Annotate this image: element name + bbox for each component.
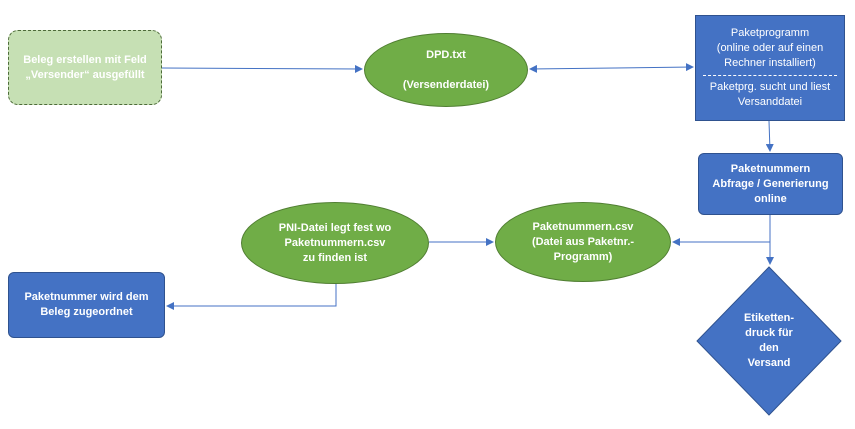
beleg-erstellen-box: Beleg erstellen mit Feld „Versender“ aus…: [8, 30, 162, 105]
pni-datei-ellipse: PNI-Datei legt fest wo Paketnummern.csv …: [241, 202, 429, 284]
paketprogramm-box: Paketprogramm (online oder auf einen Rec…: [695, 15, 845, 121]
paketnummer-beleg-box: Paketnummer wird dem Beleg zugeordnet: [8, 272, 165, 338]
dpd-txt-label: DPD.txt (Versenderdatei): [402, 48, 490, 91]
paketnummern-abfrage-label: Paketnummern Abfrage / Generierung onlin…: [712, 162, 829, 205]
paketprogramm-top-label: Paketprogramm (online oder auf einen Rec…: [716, 27, 824, 69]
edge-abfrage-to-csv: [672, 215, 771, 246]
dpd-txt-ellipse: DPD.txt (Versenderdatei): [364, 33, 528, 107]
edge-paketprogramm-to-abfrage: [765, 120, 774, 152]
etikettendruck-diamond: Etiketten- druck für den Versand: [696, 266, 842, 416]
paketnummern-abfrage-box: Paketnummern Abfrage / Generierung onlin…: [698, 153, 843, 215]
paketprogramm-bottom-label: Paketprg. sucht und liest Versanddatei: [709, 81, 831, 108]
paketnummern-csv-label: Paketnummern.csv (Datei aus Paketnr.- Pr…: [531, 220, 635, 263]
etikettendruck-label: Etiketten- druck für den Versand: [743, 312, 795, 369]
pni-datei-label: PNI-Datei legt fest wo Paketnummern.csv …: [278, 221, 392, 264]
edge-pni-to-beleg: [166, 284, 337, 310]
paketnummer-beleg-label: Paketnummer wird dem Beleg zugeordnet: [24, 291, 149, 318]
diamond-shape: [696, 266, 842, 416]
paketnummern-csv-ellipse: Paketnummern.csv (Datei aus Paketnr.- Pr…: [495, 202, 671, 282]
edge-beleg-to-dpd: [161, 64, 363, 73]
beleg-erstellen-label: Beleg erstellen mit Feld „Versender“ aus…: [23, 53, 147, 81]
paketprogramm-separator: [703, 75, 837, 76]
edge-dpd-paketprogramm: [529, 63, 694, 73]
